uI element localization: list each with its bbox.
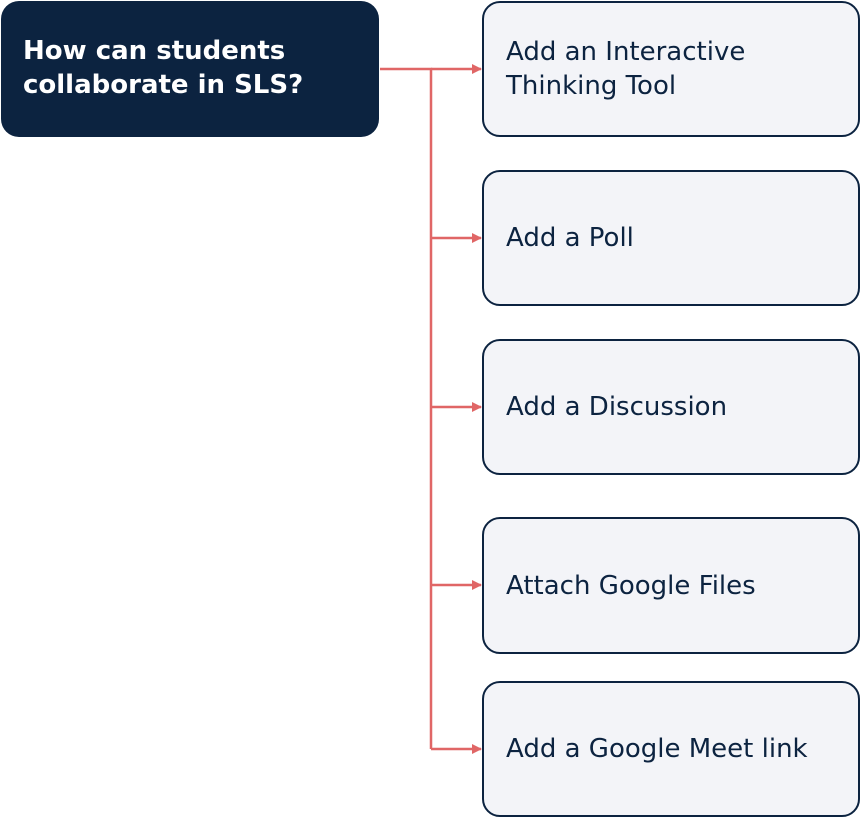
- option-node-google-meet-link: Add a Google Meet link: [482, 681, 860, 817]
- root-question-line-2: collaborate in SLS?: [23, 70, 304, 100]
- option-node-discussion: Add a Discussion: [482, 339, 860, 475]
- option-node-interactive-thinking-tool: Add an Interactive Thinking Tool: [482, 1, 860, 137]
- option-node-google-files: Attach Google Files: [482, 517, 860, 654]
- option-label: Attach Google Files: [506, 570, 756, 601]
- root-question-node: How can students collaborate in SLS?: [1, 1, 379, 137]
- option-node-poll: Add a Poll: [482, 170, 860, 306]
- connector-trunk: [380, 67, 433, 749]
- option-label-line-1: Add an Interactive: [506, 37, 746, 67]
- option-label: Add a Discussion: [506, 392, 728, 422]
- option-label: Add a Google Meet link: [506, 734, 808, 764]
- option-label-line-2: Thinking Tool: [506, 71, 677, 101]
- root-question-line-1: How can students: [23, 36, 286, 66]
- option-label: Add a Poll: [506, 223, 634, 253]
